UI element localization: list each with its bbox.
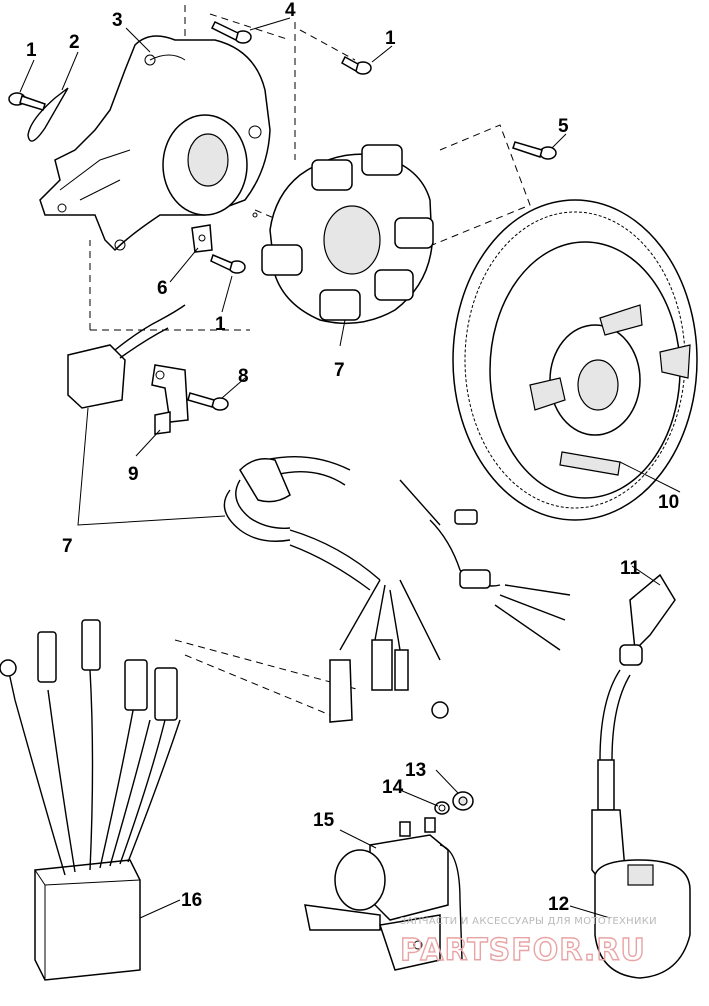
callout-9: 9	[128, 464, 139, 485]
callout-12: 12	[548, 894, 569, 915]
callout-1: 1	[26, 40, 37, 61]
screw-part	[210, 253, 246, 274]
callout-1: 1	[215, 314, 226, 335]
screw-part	[512, 141, 557, 160]
stator-coil-part	[261, 144, 434, 325]
wiring-harness-part	[223, 456, 571, 723]
watermark-tagline: ЗАПЧАСТИ И АКСЕССУАРЫ ДЛЯ МОТОТЕХНИКИ	[400, 916, 657, 927]
cotter-pin-part	[27, 87, 69, 142]
callout-13: 13	[405, 760, 426, 781]
cdi-box-part	[0, 619, 181, 981]
stator-plate-part	[39, 35, 271, 252]
callout-1: 1	[385, 28, 396, 49]
callout-8: 8	[238, 366, 249, 387]
mounting-bracket-part	[151, 364, 189, 435]
wire-clip-part	[191, 224, 213, 253]
flywheel-part	[452, 199, 698, 521]
callout-10: 10	[658, 492, 679, 513]
callout-5: 5	[558, 116, 569, 137]
spark-plug-cap-part	[619, 573, 676, 666]
callout-2: 2	[69, 32, 80, 53]
callout-16: 16	[181, 890, 202, 911]
callout-14: 14	[382, 777, 404, 798]
nut-part	[452, 791, 474, 811]
callout-7: 7	[62, 536, 73, 557]
screw-part	[187, 392, 229, 411]
callout-3: 3	[112, 10, 123, 31]
callout-15: 15	[313, 810, 335, 831]
callout-7: 7	[334, 360, 345, 381]
starter-solenoid-part	[304, 817, 463, 971]
callout-6: 6	[157, 278, 168, 299]
washer-part	[434, 801, 450, 815]
ignition-coil-part	[591, 669, 691, 979]
watermark-logo: PARTSFOR.RU	[400, 933, 646, 968]
ignition-module-part	[67, 304, 186, 409]
screw-part	[341, 55, 372, 75]
screw-part	[210, 21, 252, 44]
leader-lines	[19, 17, 681, 919]
callout-4: 4	[285, 0, 296, 21]
callout-11: 11	[620, 558, 641, 579]
screw-part	[8, 92, 46, 111]
